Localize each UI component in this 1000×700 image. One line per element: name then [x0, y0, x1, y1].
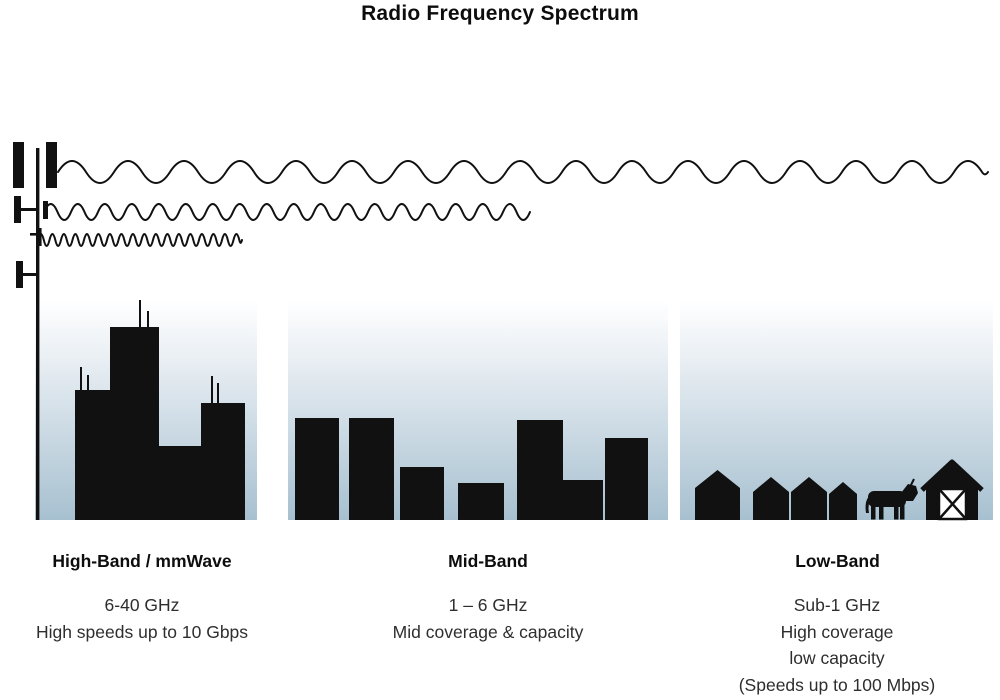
low-band-speed: (Speeds up to 100 Mbps) [738, 674, 936, 695]
building [458, 483, 504, 520]
building [295, 418, 339, 520]
diagram-title: Radio Frequency Spectrum [361, 2, 639, 25]
low-band-frequency: Sub-1 GHz [793, 595, 881, 615]
mid-band-frequency: 1 – 6 GHz [448, 595, 528, 615]
barn-icon [920, 459, 984, 521]
low-band-coverage: High coverage [780, 621, 894, 642]
rooftop-antennas [80, 300, 219, 404]
house-icon [695, 470, 740, 520]
high-band-description: 6-40 GHz High speeds up to 10 Gbps [0, 592, 284, 645]
building [605, 438, 648, 520]
rural-scene-icon [695, 459, 984, 521]
low-band-label: Low-Band [795, 551, 880, 571]
building [400, 467, 444, 520]
building [75, 390, 111, 520]
mid-band-description: 1 – 6 GHz Mid coverage & capacity [338, 592, 638, 645]
town-skyline-icon [295, 418, 648, 520]
cow-icon [865, 478, 918, 520]
building [349, 418, 394, 520]
low-band-capacity: low capacity [789, 648, 885, 668]
high-band-frequency: 6-40 GHz [104, 595, 180, 615]
city-skyline-icon [75, 300, 245, 520]
house-icon [791, 477, 827, 520]
mid-band-label: Mid-Band [448, 551, 528, 571]
building [159, 446, 201, 520]
building [563, 480, 603, 520]
building [201, 403, 245, 520]
radio-waves [37, 160, 989, 247]
short-wave-icon [37, 233, 243, 247]
low-band-description: Sub-1 GHz High coverage low capacity (Sp… [687, 592, 987, 698]
house-icon [829, 482, 857, 520]
mid-band-coverage: Mid coverage & capacity [392, 621, 584, 642]
building [110, 327, 159, 520]
medium-wave-icon [43, 203, 531, 221]
building [517, 420, 563, 520]
high-band-label: High-Band / mmWave [52, 551, 232, 571]
house-icon [753, 477, 789, 520]
long-wave-icon [57, 160, 989, 184]
high-band-speed: High speeds up to 10 Gbps [35, 621, 249, 642]
